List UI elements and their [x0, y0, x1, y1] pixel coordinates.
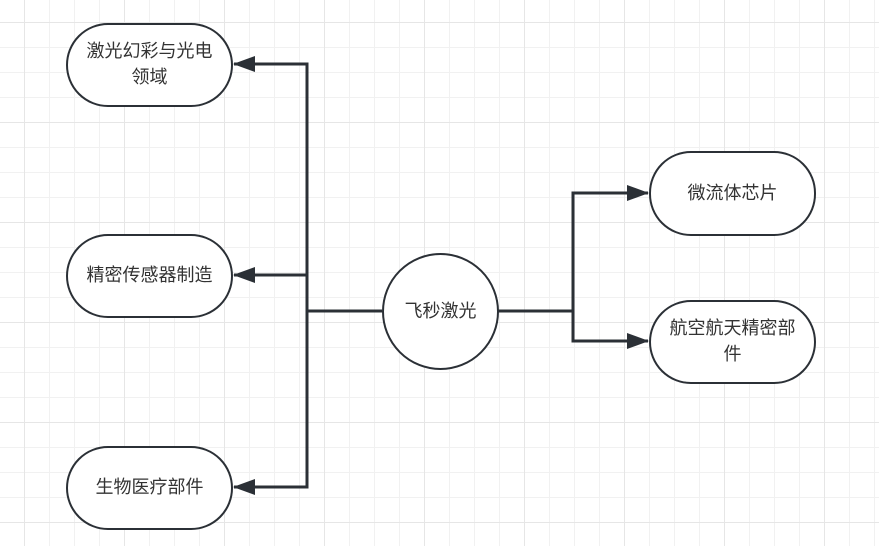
- node-label: 生物医疗部件: [95, 477, 204, 498]
- edge-to-left-node-3: [233, 311, 309, 495]
- edge-to-right-node-1: [571, 185, 649, 311]
- edge-to-left-node-2: [233, 267, 309, 311]
- node-label: 飞秒激光: [404, 300, 477, 322]
- node-label: 航空航天精密部件: [669, 318, 796, 365]
- left-node-biomedical-parts[interactable]: 生物医疗部件: [66, 446, 233, 530]
- right-node-microfluidic-chip[interactable]: 微流体芯片: [649, 151, 816, 236]
- left-node-precision-sensors[interactable]: 精密传感器制造: [66, 234, 233, 318]
- left-node-laser-optoelectronics[interactable]: 激光幻彩与光电领域: [66, 23, 233, 107]
- node-label: 微流体芯片: [687, 182, 778, 204]
- node-label: 激光幻彩与光电领域: [86, 41, 213, 88]
- node-label: 精密传感器制造: [86, 265, 213, 286]
- right-node-aerospace-parts[interactable]: 航空航天精密部件: [649, 300, 816, 384]
- center-node-femtosecond-laser[interactable]: 飞秒激光: [382, 253, 499, 370]
- edge-to-left-node-1: [233, 56, 309, 311]
- edge-to-right-node-2: [571, 311, 649, 349]
